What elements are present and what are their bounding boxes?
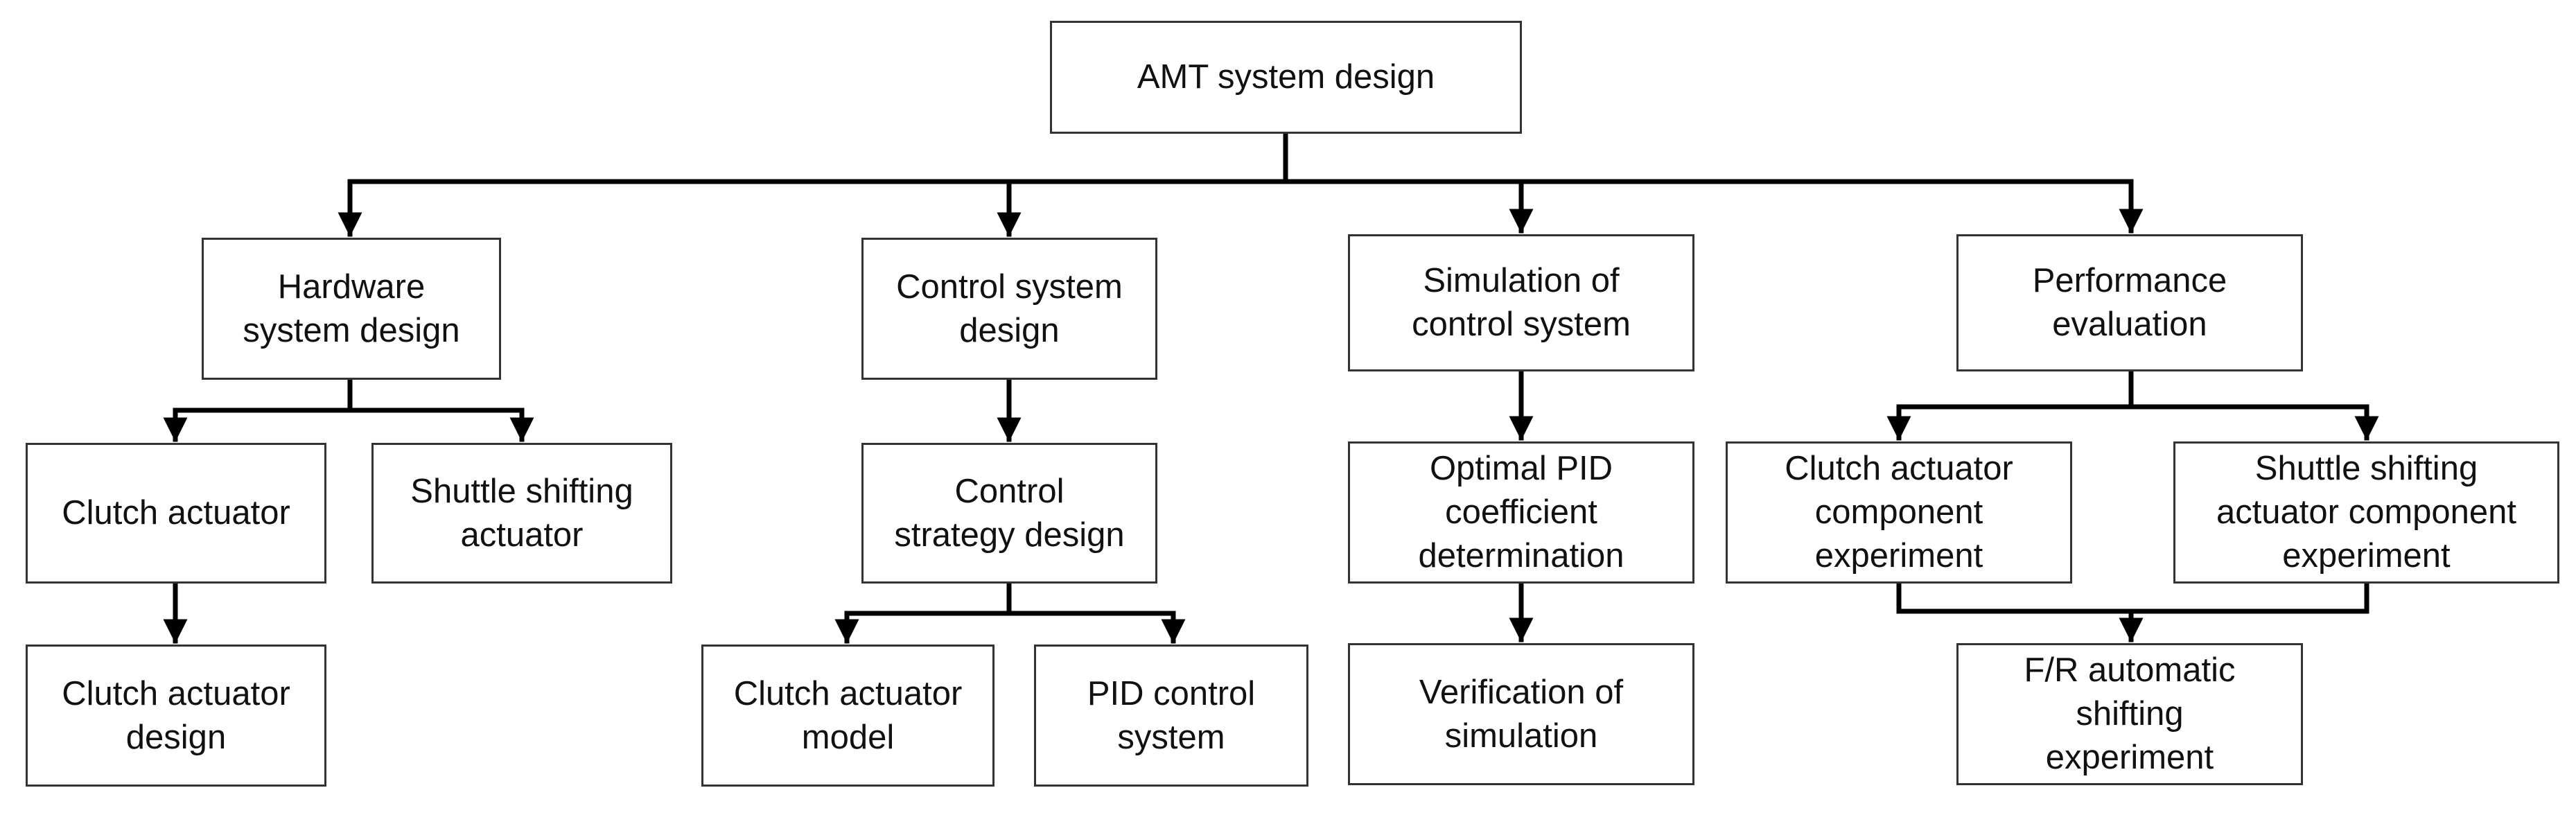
node-label: Clutch actuator model <box>733 674 963 756</box>
node-clutch-actuator: Clutch actuator <box>26 443 326 584</box>
node-clutch-actuator-model: Clutch actuator model <box>701 645 995 787</box>
node-clutch-actuator-component-experiment: Clutch actuator component experiment <box>1726 441 2072 584</box>
node-label: Optimal PID coefficient determination <box>1418 450 1624 575</box>
node-fr-automatic-shifting-experiment: F/R automatic shifting experiment <box>1956 643 2303 785</box>
node-label: Simulation of control system <box>1412 262 1631 343</box>
node-label: Performance evaluation <box>2032 262 2227 343</box>
node-label: Shuttle shifting actuator component expe… <box>2216 450 2517 575</box>
node-shuttle-shifting-actuator-component-experiment: Shuttle shifting actuator component expe… <box>2173 441 2559 584</box>
node-performance-evaluation: Performance evaluation <box>1956 234 2303 371</box>
node-simulation-of-control-system: Simulation of control system <box>1348 234 1694 371</box>
node-hardware-system-design: Hardware system design <box>202 238 501 380</box>
node-label: Clutch actuator component experiment <box>1785 450 2013 575</box>
node-pid-control-system: PID control system <box>1034 645 1308 787</box>
node-verification-of-simulation: Verification of simulation <box>1348 643 1694 785</box>
node-label: AMT system design <box>1137 58 1435 96</box>
node-control-strategy-design: Control strategy design <box>861 443 1157 584</box>
node-label: Clutch actuator <box>62 494 290 532</box>
node-label: Control strategy design <box>894 472 1125 554</box>
node-optimal-pid-coefficient-determination: Optimal PID coefficient determination <box>1348 441 1694 584</box>
node-label: Verification of simulation <box>1419 673 1624 755</box>
node-control-system-design: Control system design <box>861 238 1157 380</box>
node-label: Shuttle shifting actuator <box>410 472 633 554</box>
node-clutch-actuator-design: Clutch actuator design <box>26 645 326 787</box>
node-label: F/R automatic shifting experiment <box>2024 651 2236 776</box>
node-shuttle-shifting-actuator: Shuttle shifting actuator <box>371 443 672 584</box>
node-label: Clutch actuator design <box>62 674 290 756</box>
node-amt-system-design: AMT system design <box>1050 21 1522 134</box>
node-label: PID control system <box>1087 674 1256 756</box>
node-label: Hardware system design <box>243 268 460 349</box>
node-label: Control system design <box>896 268 1123 349</box>
